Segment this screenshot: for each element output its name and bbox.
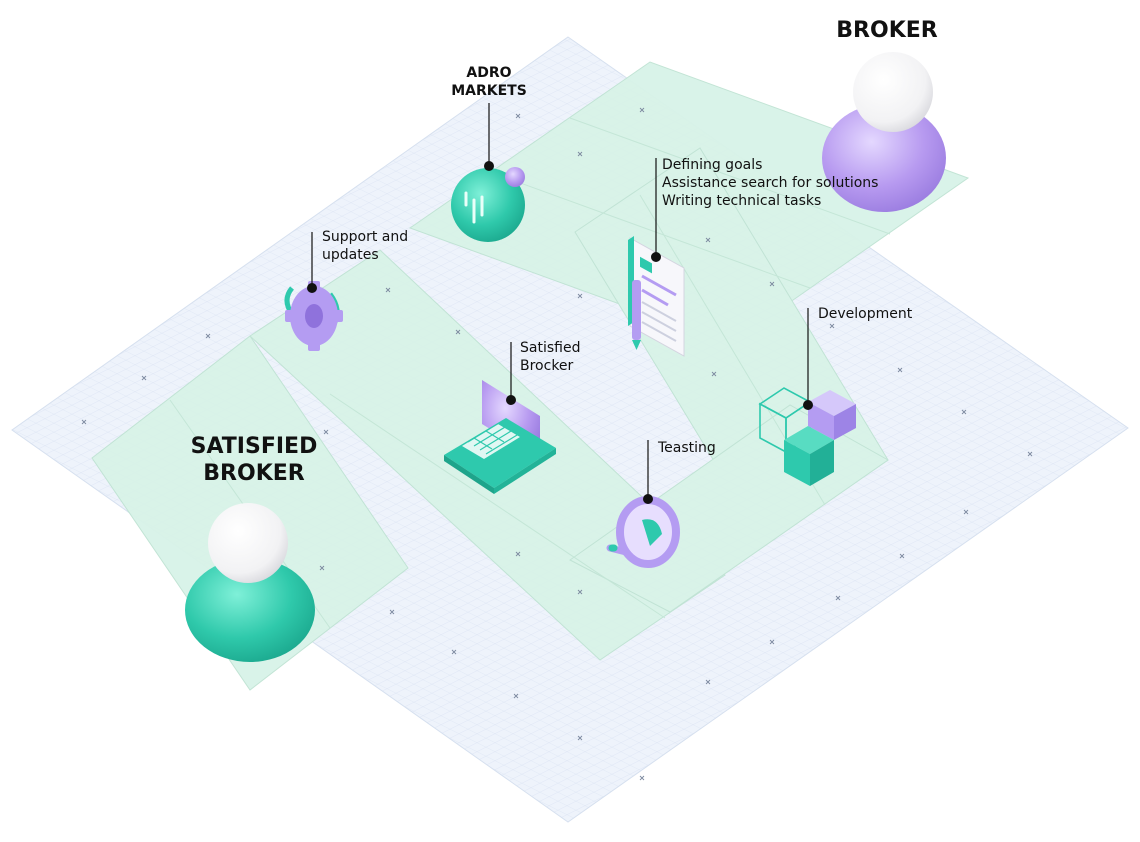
satisfied-callout: Satisfied Brocker — [520, 340, 581, 374]
testing-callout: Teasting — [658, 440, 716, 456]
development-callout: Development — [818, 306, 913, 322]
gear-icon — [284, 281, 343, 351]
document-pencil-icon — [628, 236, 685, 357]
cubes-icon — [758, 387, 856, 486]
goals-callout: Defining goals Assistance search for sol… — [662, 157, 879, 209]
callout-dots — [307, 161, 813, 504]
satisfied-broker-title: SATISFIED BROKER — [190, 434, 318, 486]
broker-title: BROKER — [836, 18, 938, 43]
adro-markets-label: ADRO MARKETS — [451, 65, 527, 99]
broker-avatar — [822, 52, 946, 212]
support-callout: Support and updates — [322, 229, 409, 263]
adro-markets-sphere-icon — [451, 167, 525, 242]
laptop-icon — [444, 380, 556, 494]
satisfied-broker-avatar — [185, 503, 315, 662]
callout-lines — [311, 103, 809, 498]
grid-markers — [81, 107, 1033, 781]
